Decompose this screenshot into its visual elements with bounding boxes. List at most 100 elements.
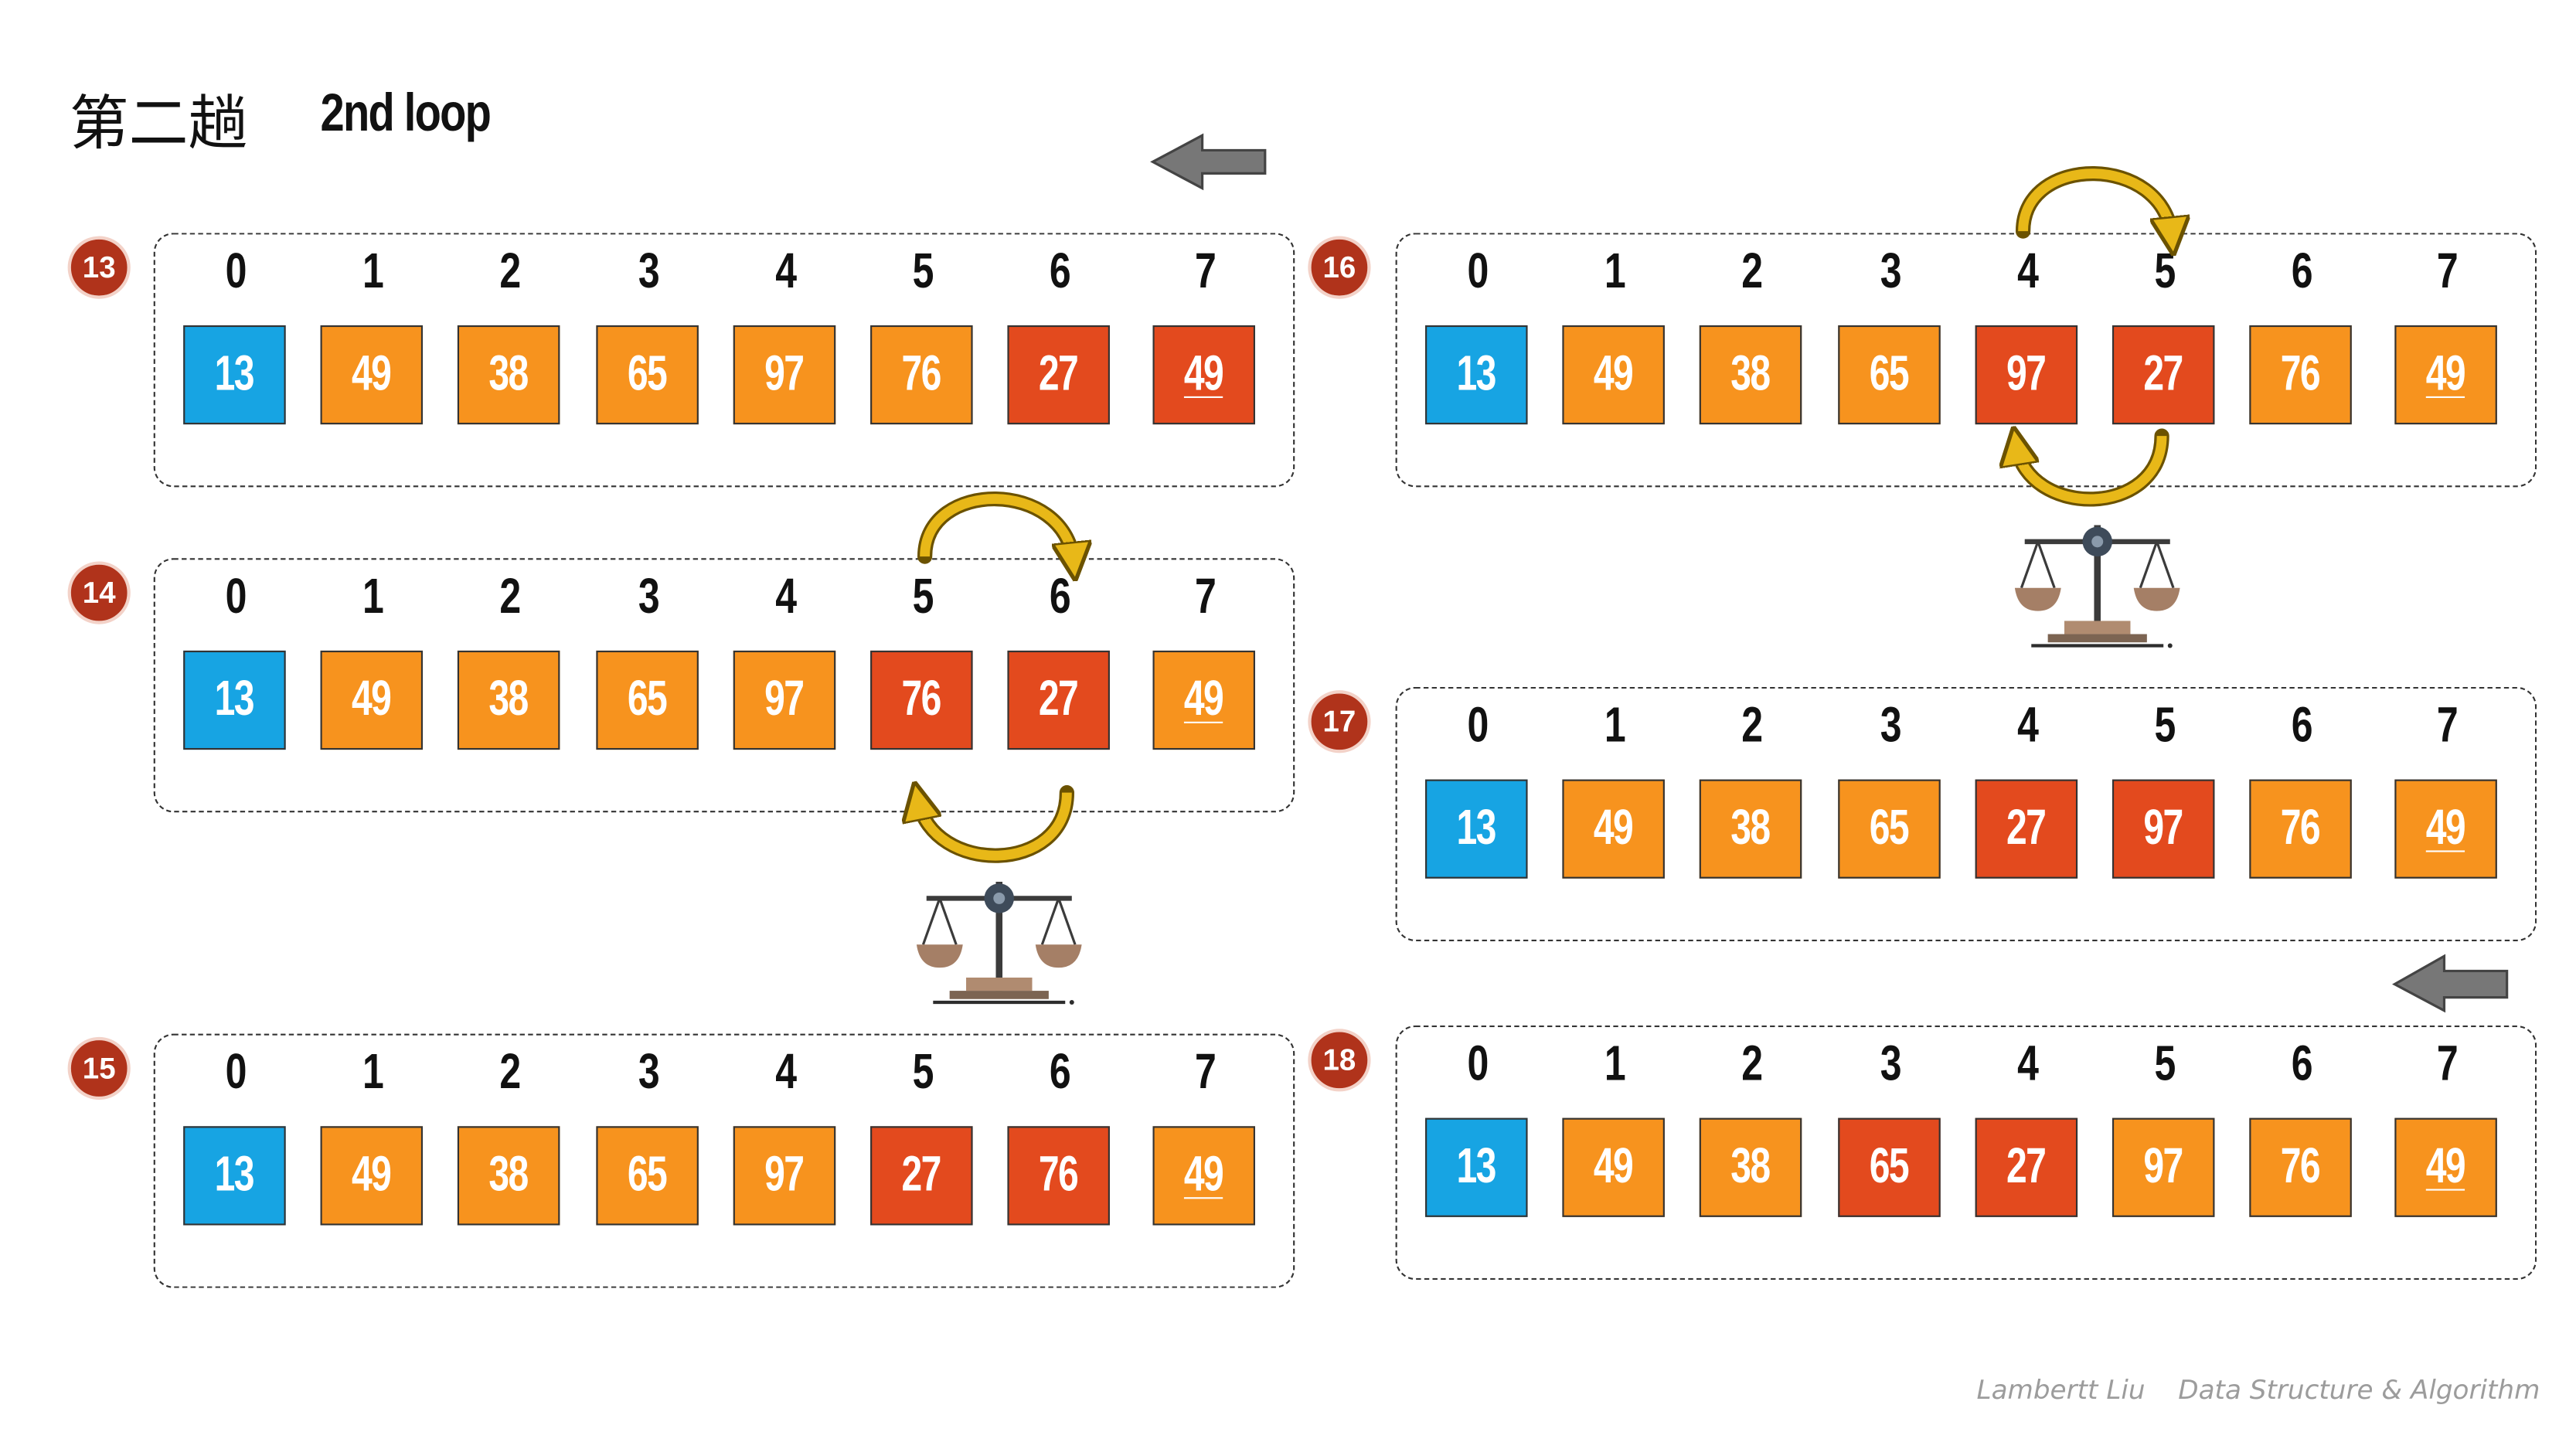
- cell-value: 97: [764, 1148, 805, 1202]
- cell-value: 49: [1594, 801, 1635, 855]
- step-badge-14: 14: [67, 561, 131, 624]
- cell-value: 13: [1457, 346, 1497, 402]
- footer-course: Data Structure & Algorithm: [2178, 1373, 2540, 1406]
- cell-value: 65: [1870, 1139, 1910, 1194]
- cell-value: 38: [488, 672, 529, 727]
- index-label: 3: [638, 570, 660, 624]
- index-label: 5: [2154, 698, 2176, 753]
- cell-value: 65: [1870, 801, 1910, 855]
- array-cell-normal: 49: [1562, 779, 1665, 879]
- array-cell-active: 27: [1975, 779, 2078, 879]
- cell-value: 76: [902, 672, 942, 727]
- array-cell-active: 49: [1152, 325, 1255, 425]
- index-label: 1: [1604, 698, 1626, 753]
- index-label: 7: [1194, 1045, 1217, 1100]
- index-label: 0: [1467, 1036, 1489, 1092]
- cell-value: 76: [1039, 1148, 1080, 1202]
- array-cell-normal: 65: [596, 1126, 699, 1226]
- array-cell-normal: 49: [2394, 779, 2497, 879]
- array-cell-normal: 76: [2249, 779, 2352, 879]
- index-label: 3: [1880, 1036, 1902, 1092]
- index-label: 4: [775, 1045, 798, 1100]
- index-label: 7: [2436, 698, 2459, 753]
- footer-credit: Lambertt Liu Data Structure & Algorithm: [1977, 1374, 2540, 1406]
- cell-value: 13: [215, 672, 255, 727]
- cell-value: 27: [1039, 672, 1080, 727]
- index-label: 4: [775, 570, 798, 624]
- index-label: 0: [225, 1045, 247, 1100]
- step-badge-17: 17: [1308, 690, 1371, 753]
- index-label: 1: [1604, 244, 1626, 299]
- array-cell-normal: 38: [1699, 1117, 1802, 1217]
- array-cell-active: 76: [870, 650, 973, 750]
- cell-value: 49: [352, 672, 393, 727]
- balance-scale-icon: [2015, 526, 2180, 648]
- swap-arrow-icon: [2018, 168, 2172, 236]
- step-badge-15: 15: [67, 1036, 131, 1100]
- index-label: 4: [2017, 244, 2039, 299]
- array-cell-sorted: 13: [1425, 1117, 1528, 1217]
- index-label: 5: [2154, 1036, 2176, 1092]
- array-cell-normal: 65: [1838, 325, 1941, 425]
- index-label: 2: [1741, 1036, 1764, 1092]
- cell-value: 65: [628, 672, 668, 727]
- cell-value: 49: [2426, 1139, 2466, 1194]
- array-cell-normal: 49: [1562, 1117, 1665, 1217]
- cell-value: 65: [628, 346, 668, 402]
- index-label: 1: [362, 244, 384, 299]
- balance-scale-icon: [917, 882, 1082, 1005]
- index-label: 7: [2436, 1036, 2459, 1092]
- array-cell-active: 97: [2112, 779, 2215, 879]
- array-cell-sorted: 13: [183, 325, 286, 425]
- cell-value: 65: [1870, 346, 1910, 402]
- array-cell-normal: 38: [457, 1126, 560, 1226]
- cell-value: 49: [352, 346, 393, 402]
- array-cell-normal: 49: [1562, 325, 1665, 425]
- index-label: 2: [1741, 698, 1764, 753]
- array-cell-normal: 38: [457, 325, 560, 425]
- cell-value: 76: [2281, 801, 2321, 855]
- index-label: 5: [912, 570, 934, 624]
- array-cell-active: 65: [1838, 1117, 1941, 1217]
- array-cell-normal: 97: [733, 1126, 836, 1226]
- array-cell-active: 27: [1975, 1117, 2078, 1217]
- array-cell-normal: 49: [1152, 650, 1255, 750]
- index-label: 0: [225, 244, 247, 299]
- array-cell-normal: 49: [320, 1126, 424, 1226]
- cell-value: 38: [488, 1148, 529, 1202]
- cell-value: 38: [488, 346, 529, 402]
- array-cell-active: 27: [2112, 325, 2215, 425]
- array-cell-normal: 38: [457, 650, 560, 750]
- array-cell-normal: 97: [733, 325, 836, 425]
- footer-author: Lambertt Liu: [1976, 1373, 2146, 1406]
- index-label: 3: [638, 1045, 660, 1100]
- array-cell-normal: 76: [870, 325, 973, 425]
- index-label: 7: [1194, 244, 1217, 299]
- index-label: 4: [775, 244, 798, 299]
- array-cell-normal: 97: [733, 650, 836, 750]
- cell-value: 13: [1457, 801, 1497, 855]
- index-label: 6: [2291, 1036, 2313, 1092]
- title-english: 2nd loop: [320, 82, 492, 142]
- cell-value: 97: [2144, 801, 2184, 855]
- index-label: 2: [1741, 244, 1764, 299]
- array-cell-normal: 49: [2394, 325, 2497, 425]
- step-badge-13: 13: [67, 236, 131, 299]
- array-cell-sorted: 13: [1425, 325, 1528, 425]
- index-label: 5: [912, 1045, 934, 1100]
- step-badge-16: 16: [1308, 236, 1371, 299]
- swap-arrow-icon: [920, 494, 1074, 562]
- cell-value: 27: [2006, 1139, 2047, 1194]
- index-label: 1: [362, 570, 384, 624]
- index-label: 6: [2291, 698, 2313, 753]
- array-cell-normal: 97: [2112, 1117, 2215, 1217]
- cell-value: 13: [215, 346, 255, 402]
- array-cell-normal: 49: [320, 650, 424, 750]
- array-cell-active: 27: [1007, 650, 1110, 750]
- array-cell-active: 27: [870, 1126, 973, 1226]
- cell-value: 49: [2426, 346, 2466, 402]
- index-label: 3: [1880, 244, 1902, 299]
